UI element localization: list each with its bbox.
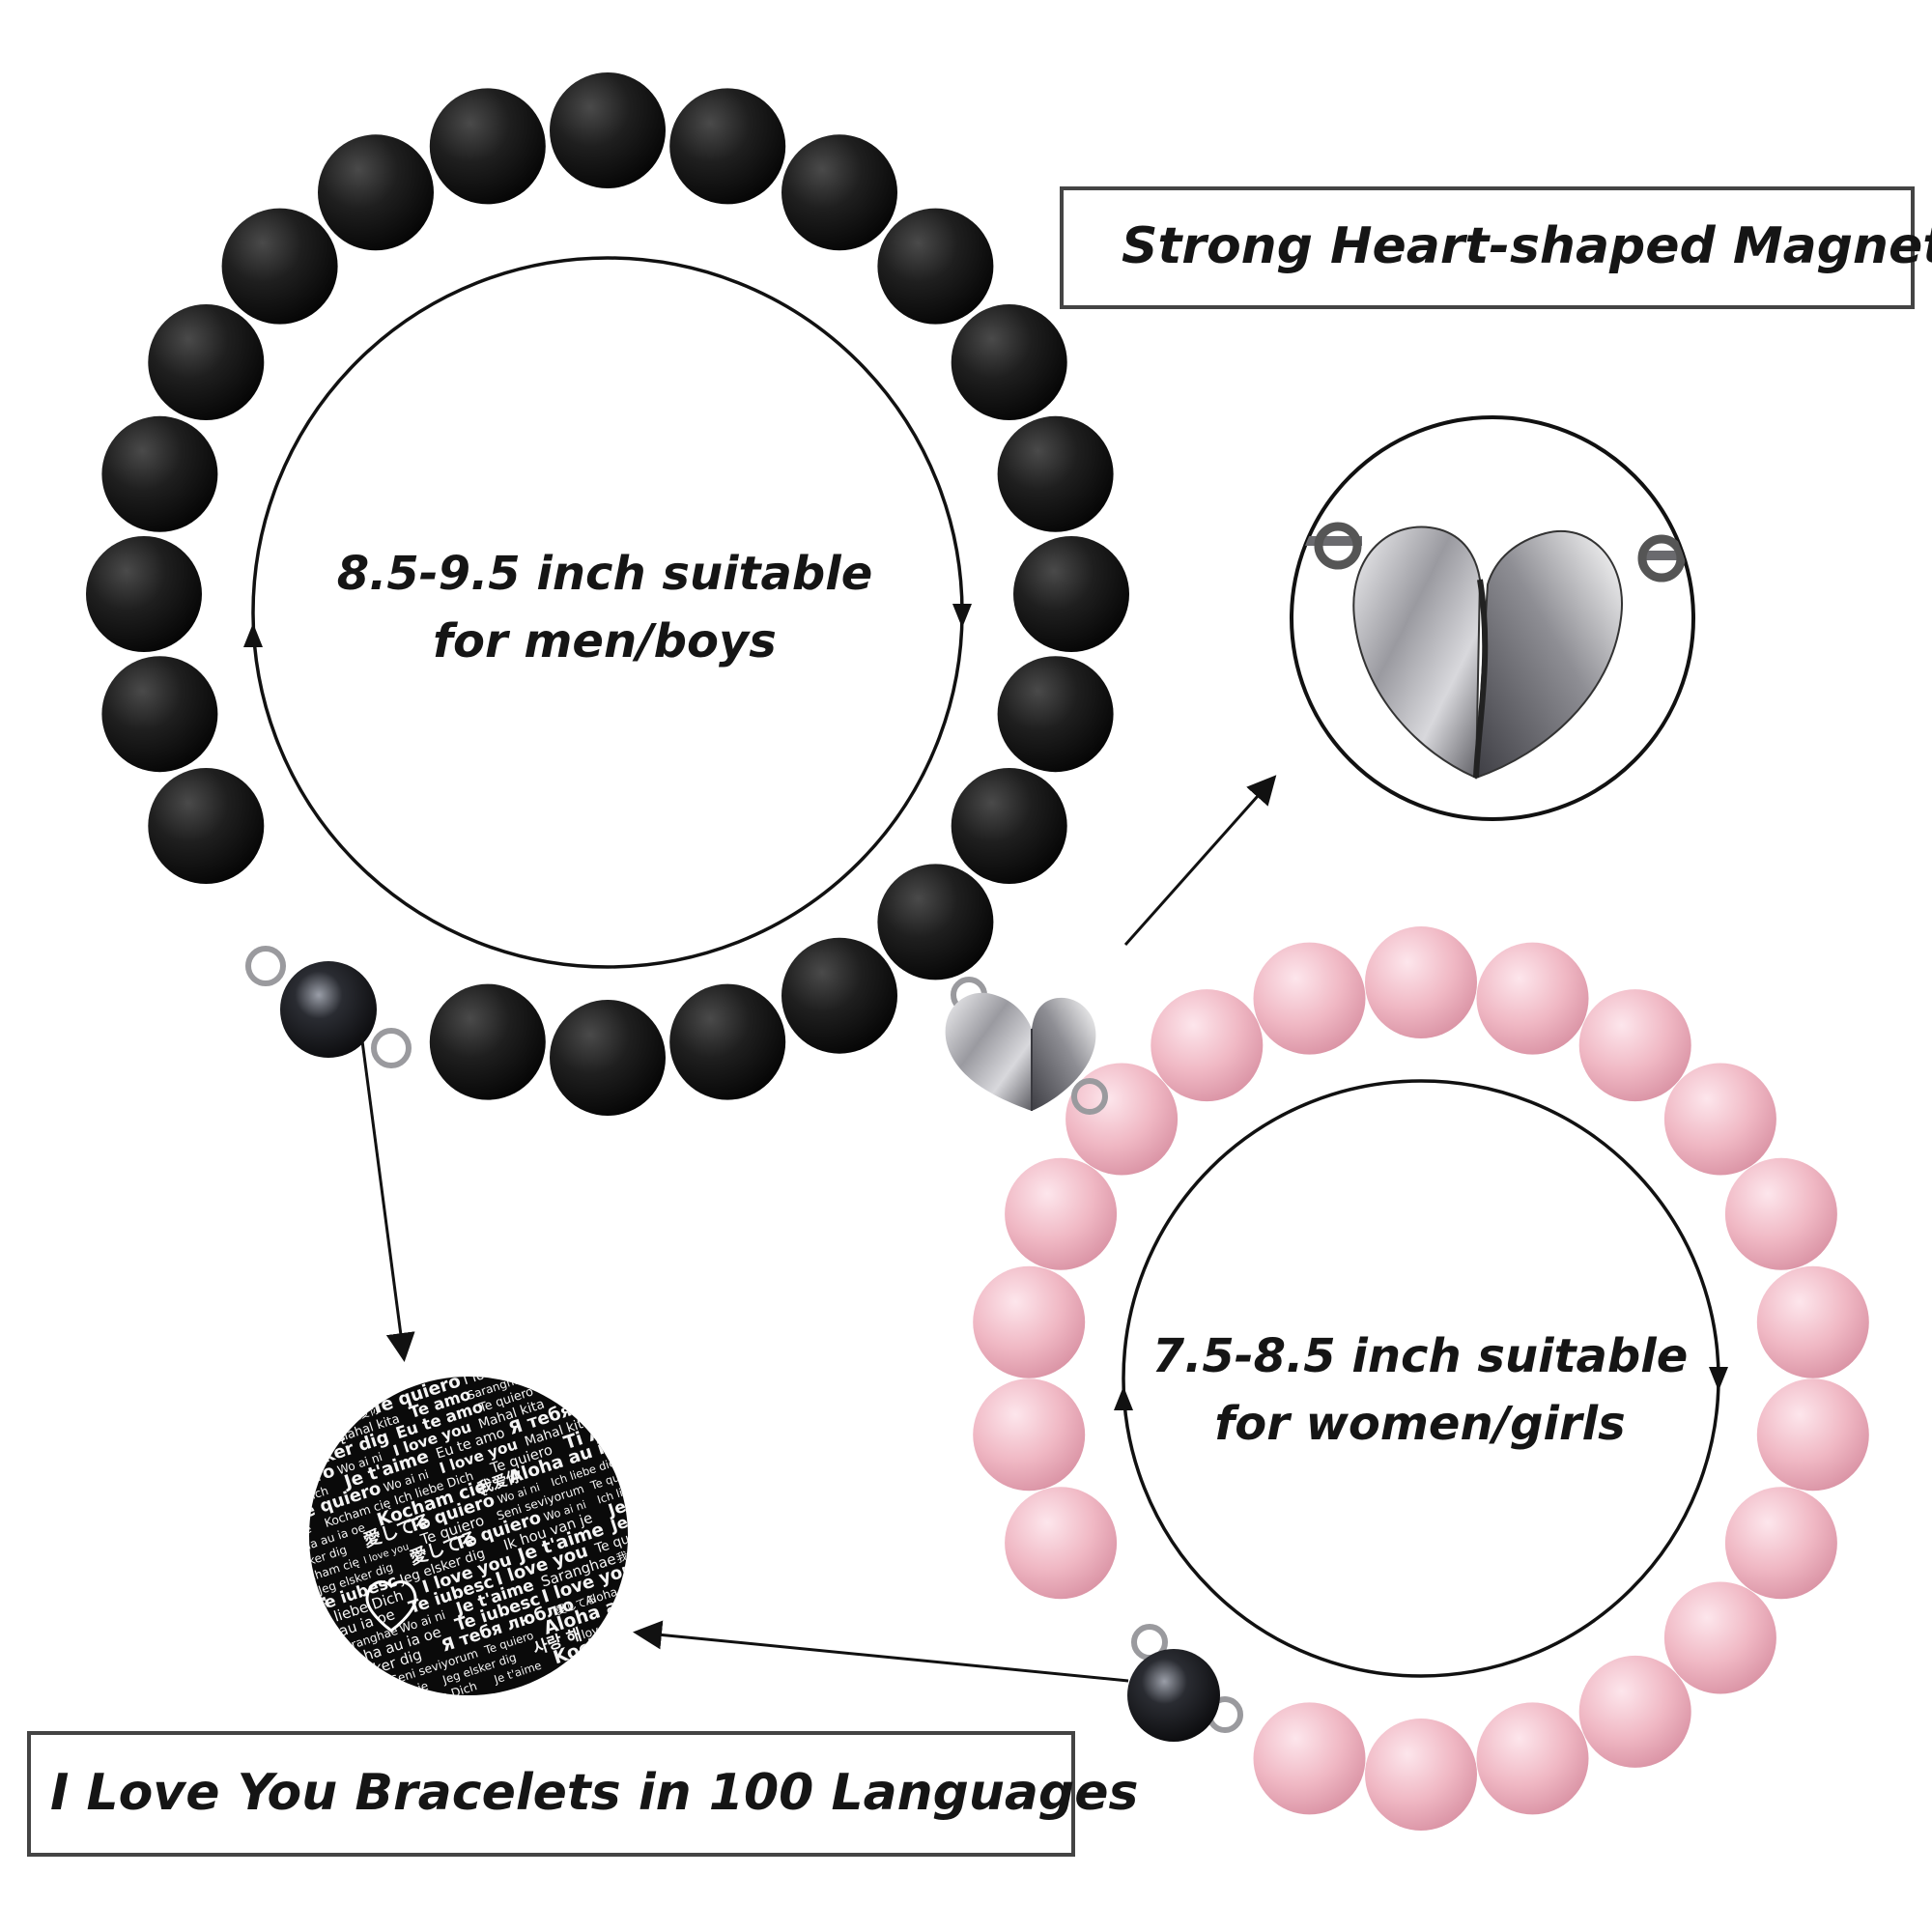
pink-bead	[1365, 926, 1477, 1038]
pink-bead	[1756, 1265, 1869, 1378]
disc-phrase: Я тебя люблю	[654, 1571, 800, 1635]
mens-size-line2: for men/boys	[433, 614, 777, 668]
disc-phrase: Te amo	[544, 1339, 582, 1361]
pink-bead	[1578, 1655, 1691, 1768]
pink-bead	[1578, 989, 1691, 1102]
black-bead	[877, 864, 994, 980]
womens-arrowhead-left	[1114, 1386, 1133, 1410]
disc-phrase: Te quiero	[311, 1676, 380, 1713]
pink-bead	[1476, 942, 1589, 1055]
magnet-callout-box: Strong Heart-shaped Magnet	[1060, 186, 1932, 309]
arrow-to-magnet	[1123, 775, 1277, 946]
pink-bead	[1065, 1063, 1179, 1176]
heart-magnet-clasp	[945, 977, 1108, 1115]
black-bead	[951, 304, 1067, 420]
magnet-callout-text: Strong Heart-shaped Magnet	[1122, 217, 1932, 275]
pink-bead	[1253, 1702, 1366, 1815]
mens-size-circle	[251, 256, 964, 969]
black-bead	[148, 304, 265, 420]
black-bead	[1013, 536, 1129, 652]
black-bead	[148, 768, 265, 884]
pink-bead	[1365, 1719, 1477, 1831]
disc-phrase: 사랑 해	[600, 1400, 639, 1424]
black-bead	[221, 208, 338, 325]
disc-phrase: Te quiero	[639, 1514, 726, 1558]
pink-bead	[1151, 989, 1264, 1102]
black-bead	[429, 983, 546, 1100]
black-bead	[997, 415, 1114, 532]
arrow-from-pink-to-disc	[633, 1620, 1129, 1683]
black-bead	[101, 415, 218, 532]
black-bead	[86, 536, 202, 652]
black-bead	[669, 983, 786, 1100]
black-bead	[997, 656, 1114, 773]
disc-phrase: Я тебя люблю	[542, 1336, 675, 1396]
disc-phrase: Eu te amo	[642, 1590, 703, 1621]
mens-hematite-bead	[245, 946, 412, 1068]
womens-size-line1: 7.5-8.5 inch suitable	[1152, 1329, 1689, 1383]
arrow-to-disc	[359, 1033, 415, 1362]
pink-bead	[1663, 1063, 1776, 1176]
black-bead	[951, 768, 1067, 884]
black-bead	[550, 1000, 666, 1116]
pink-bead	[973, 1378, 1086, 1492]
pink-bead	[1476, 1702, 1589, 1815]
languages-callout-text: I Love You Bracelets in 100 Languages	[50, 1764, 1139, 1822]
black-onyx-bracelet	[86, 72, 1129, 1116]
disc-phrase: Saranghae	[268, 1410, 348, 1451]
mens-arrowhead-right	[952, 604, 972, 628]
pink-bead	[1005, 1487, 1118, 1600]
black-bead	[429, 88, 546, 205]
disc-phrase: 사랑 해	[554, 1382, 592, 1406]
black-bead	[781, 937, 897, 1054]
pink-bead	[1756, 1378, 1869, 1492]
languages-callout-box: I Love You Bracelets in 100 Languages	[27, 1731, 1138, 1857]
black-bead	[877, 208, 994, 325]
womens-size-line2: for women/girls	[1214, 1397, 1625, 1451]
disc-phrase: Je t'aime	[526, 1353, 581, 1382]
black-bead	[550, 72, 666, 188]
disc-phrase: Te quiero	[639, 1541, 701, 1575]
mens-arrowhead-left	[243, 623, 263, 647]
black-bead	[669, 88, 786, 205]
mens-size-line1: 8.5-9.5 inch suitable	[337, 547, 873, 601]
pink-bead	[1005, 1157, 1118, 1270]
pink-bead	[1724, 1157, 1837, 1270]
pink-bead	[1724, 1487, 1837, 1600]
womens-hematite-bead	[1127, 1624, 1243, 1742]
black-bead	[781, 134, 897, 251]
disc-phrase: Mahal kita	[584, 1351, 675, 1397]
disc-phrase: Je t'aime	[260, 1521, 313, 1550]
pink-bead	[973, 1265, 1086, 1378]
black-bead	[101, 656, 218, 773]
disc-phrase: Ik hou van je	[355, 1679, 430, 1715]
rose-quartz-bracelet	[973, 926, 1869, 1831]
womens-arrowhead-right	[1709, 1367, 1728, 1391]
black-bead	[318, 134, 434, 251]
magnet-zoom-view	[1290, 415, 1695, 821]
pink-bead	[1663, 1581, 1776, 1694]
pink-bead	[1253, 942, 1366, 1055]
